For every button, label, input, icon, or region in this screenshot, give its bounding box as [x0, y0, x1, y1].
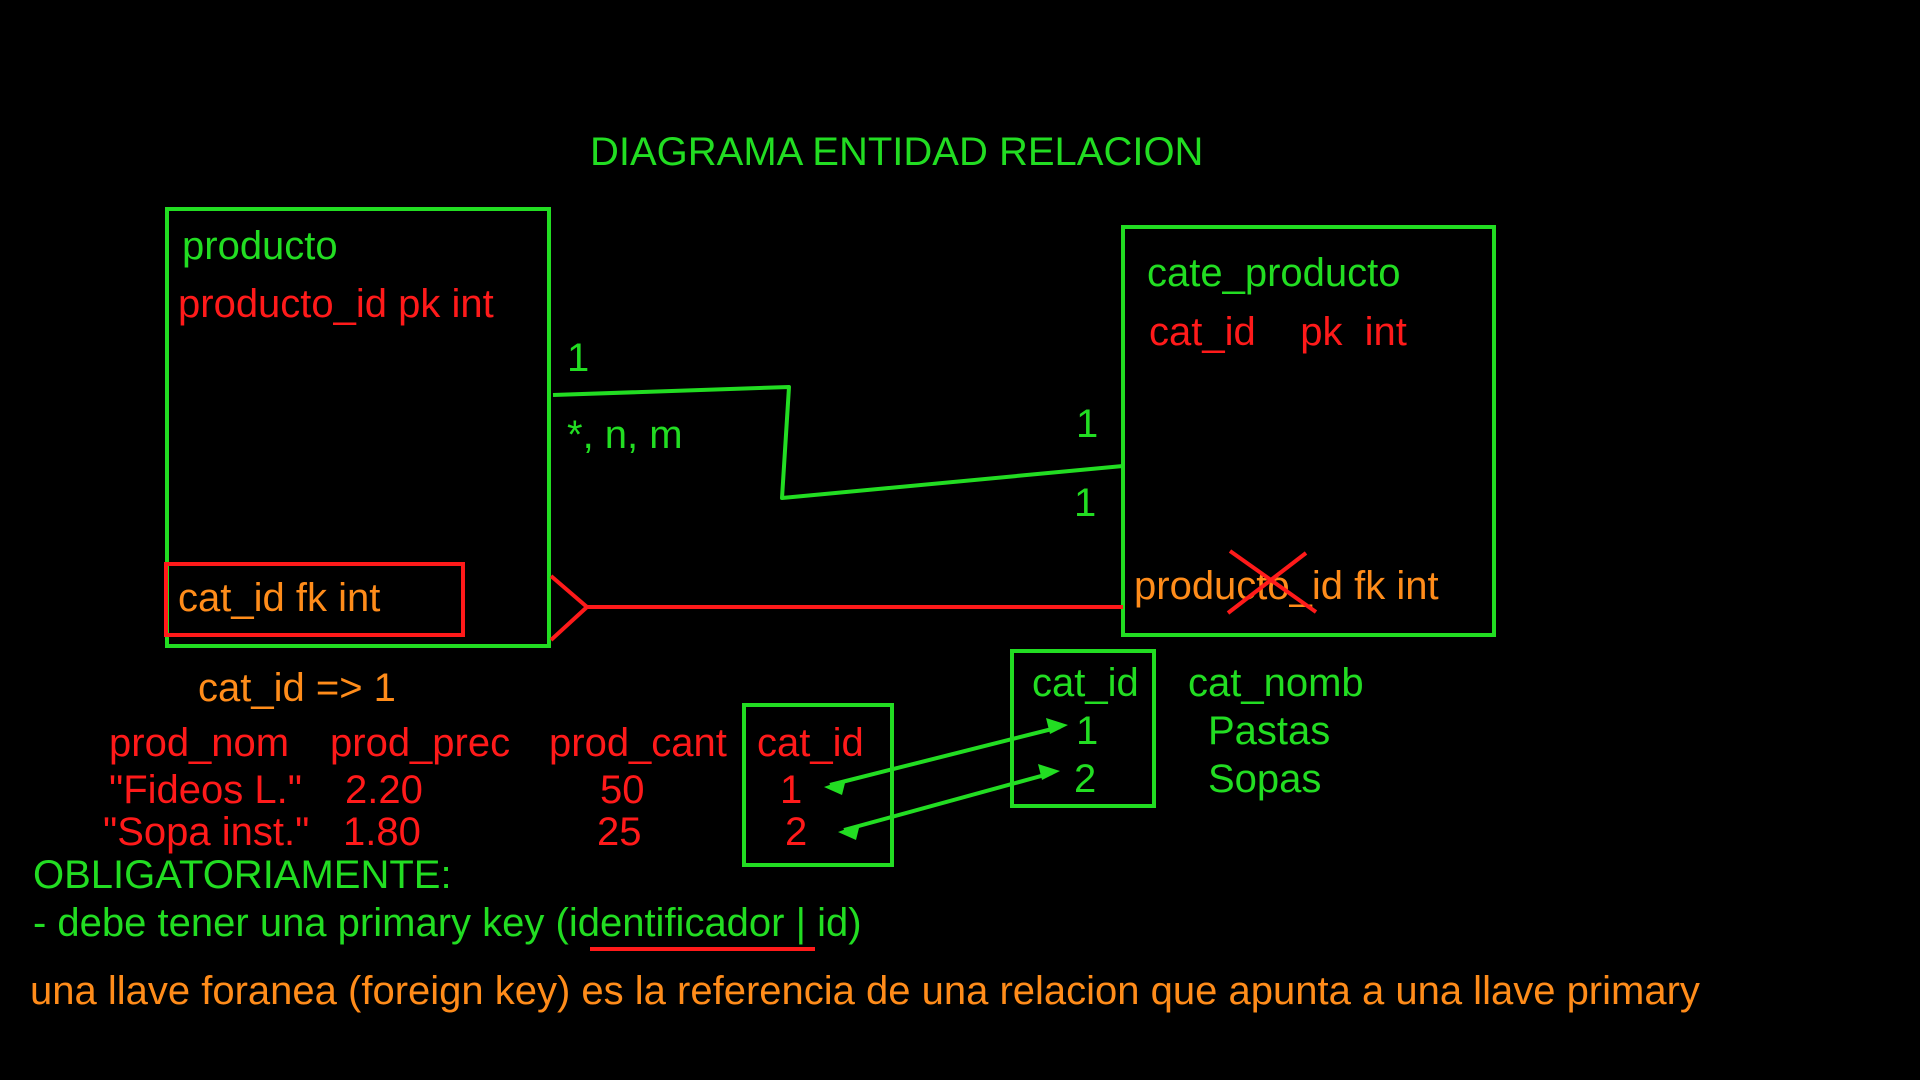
- producto-table-header: prod_prec: [330, 721, 510, 765]
- producto-table-header: prod_cant: [549, 721, 727, 765]
- categoria-sample-table: cat_id cat_nomb 1 Pastas 2 Sopas: [1010, 649, 1364, 808]
- producto-table-cell: "Sopa inst.": [103, 810, 309, 854]
- producto-table-cell: 2: [785, 810, 807, 854]
- producto-pk-field: producto_id pk int: [178, 282, 494, 326]
- primary-key-note-prefix: - debe tener una primary key (: [33, 901, 569, 945]
- foreign-key-definition: una llave foranea (foreign key) es la re…: [30, 969, 1700, 1013]
- producto-cat-id-column-box: [742, 703, 894, 867]
- primary-key-note-word: identificador: [569, 901, 785, 945]
- row-link-arrow: [838, 764, 1060, 840]
- producto-table-cell: 25: [597, 810, 642, 854]
- producto-fk-field: cat_id fk int: [178, 576, 380, 620]
- primary-key-note: - debe tener una primary key (identifica…: [33, 901, 862, 945]
- primary-key-note-suffix: | id): [785, 901, 862, 945]
- diagram-title: DIAGRAMA ENTIDAD RELACION: [590, 130, 1203, 174]
- left-cardinality-many: *, n, m: [567, 413, 683, 457]
- obligatorio-heading: OBLIGATORIAMENTE:: [33, 853, 452, 897]
- producto-table-header: cat_id: [757, 721, 864, 765]
- producto-table-cell: 1: [780, 768, 802, 812]
- categoria-table-cell: 2: [1074, 757, 1096, 801]
- left-cardinality-one: 1: [567, 336, 589, 380]
- categoria-table-cell: 1: [1076, 709, 1098, 753]
- relationship-connector-line: [552, 385, 1124, 500]
- categoria-table-header: cat_id: [1032, 661, 1139, 705]
- right-cardinality-bottom: 1: [1074, 481, 1096, 525]
- row-link-arrow: [824, 718, 1068, 795]
- cat-id-note: cat_id => 1: [198, 666, 396, 710]
- producto-entity-box: [165, 207, 551, 648]
- producto-table-cell: 1.80: [343, 810, 421, 854]
- right-cardinality-top: 1: [1076, 402, 1098, 446]
- producto-sample-table: prod_nom prod_prec prod_cant cat_id "Fid…: [103, 703, 894, 867]
- cate-producto-entity-box: [1121, 225, 1496, 637]
- categoria-table-cell: Pastas: [1208, 709, 1330, 753]
- categoria-id-column-box: [1010, 649, 1156, 808]
- categoria-table-cell: Sopas: [1208, 757, 1321, 801]
- categoria-table-header: cat_nomb: [1188, 661, 1364, 705]
- producto-table-cell: "Fideos L.": [109, 768, 302, 812]
- cate-producto-pk-field: cat_id pk int: [1149, 310, 1407, 354]
- producto-table-cell: 50: [600, 768, 645, 812]
- strike-out-x-mark: [1226, 549, 1318, 615]
- producto-table-header: prod_nom: [109, 721, 289, 765]
- crows-foot-relation: [549, 574, 1123, 642]
- cate-producto-struck-fk-field: producto_id fk int: [1134, 564, 1439, 608]
- producto-table-cell: 2.20: [345, 768, 423, 812]
- producto-fk-highlight-box: [164, 562, 465, 637]
- producto-entity-name: producto: [182, 224, 338, 268]
- cate-producto-entity-name: cate_producto: [1147, 251, 1401, 295]
